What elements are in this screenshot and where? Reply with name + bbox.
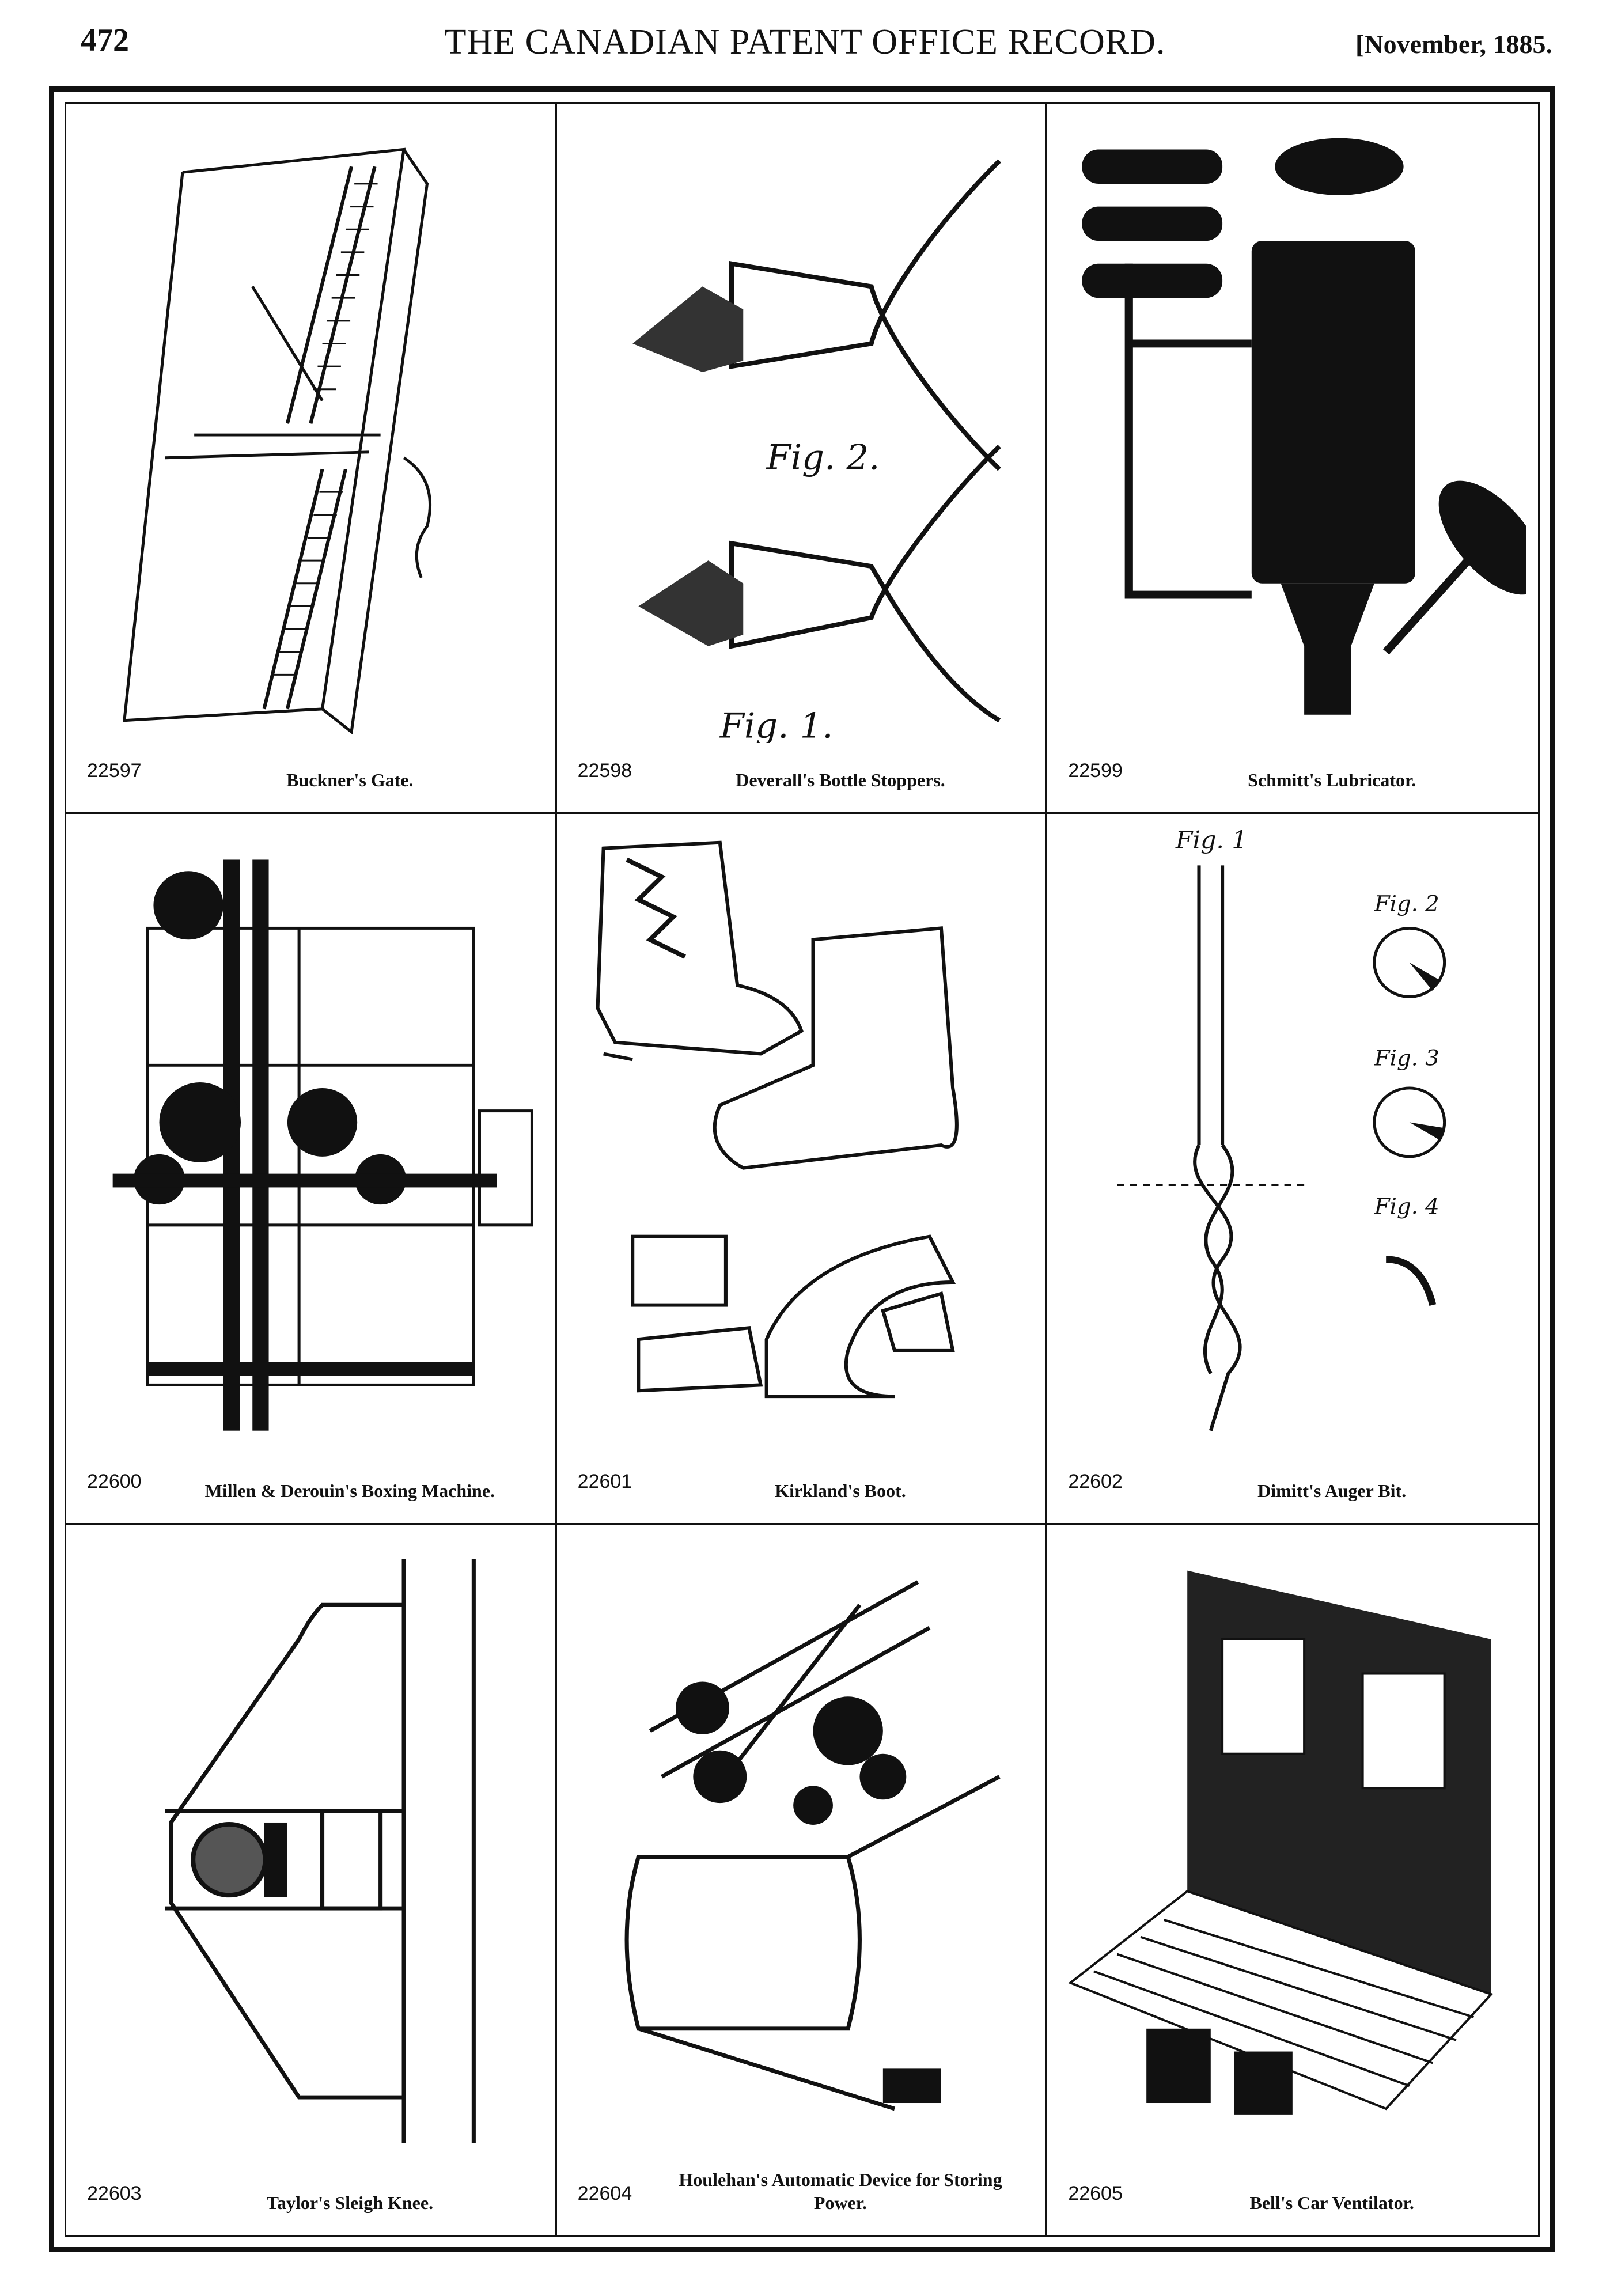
- patent-title: Buckner's Gate.: [286, 770, 414, 791]
- fig-2-label: Fig. 2.: [766, 438, 880, 478]
- sleigh-knee-drawing: [78, 1536, 544, 2166]
- patent-number: 22599: [1068, 760, 1123, 782]
- patent-title: Millen & Derouin's Boxing Machine.: [204, 1480, 495, 1501]
- patent-cell-22601: 22601 Kirkland's Boot.: [556, 814, 1048, 1525]
- fig-1-label: Fig. 1.: [719, 706, 833, 743]
- caption: 22605 Bell's Car Ventilator.: [1068, 2170, 1521, 2222]
- patent-title: Deverall's Bottle Stoppers.: [736, 770, 945, 791]
- fig-2-label: Fig. 2: [1374, 891, 1439, 916]
- gate-drawing: [78, 115, 544, 743]
- patent-number: 22602: [1068, 1470, 1123, 1492]
- issue-date: [November, 1885.: [1355, 29, 1552, 59]
- patent-title: Kirkland's Boot.: [775, 1480, 906, 1501]
- patent-grid: 22597 Buckner's Gate. Fig. 2. Fig. 1.: [65, 102, 1540, 2237]
- caption: 22602 Dimitt's Auger Bit.: [1068, 1458, 1521, 1510]
- caption: 22600 Millen & Derouin's Boxing Machine.: [87, 1458, 538, 1510]
- caption: 22601 Kirkland's Boot.: [578, 1458, 1029, 1510]
- patent-title: Dimitt's Auger Bit.: [1257, 1480, 1407, 1501]
- fig-3-label: Fig. 3: [1374, 1045, 1439, 1070]
- patent-cell-22604: 22604 Houlehan's Automatic Device for St…: [557, 1524, 1048, 2235]
- bottle-stopper-drawing: Fig. 2. Fig. 1.: [569, 115, 1035, 743]
- patent-number: 22600: [87, 1470, 142, 1492]
- patent-cell-22600: 22600 Millen & Derouin's Boxing Machine.: [66, 814, 557, 1525]
- patent-number: 22601: [577, 1470, 632, 1492]
- patent-title: Houlehan's Automatic Device for Storing …: [679, 2169, 1002, 2213]
- patent-cell-22602: Fig. 1 Fig. 2 Fig. 3 Fig. 4: [1047, 814, 1538, 1525]
- patent-number: 22597: [87, 760, 142, 782]
- patent-number: 22603: [87, 2183, 142, 2204]
- page-header: 472 THE CANADIAN PATENT OFFICE RECORD. […: [0, 0, 1610, 86]
- patent-cell-22597: 22597 Buckner's Gate.: [66, 104, 557, 814]
- patent-cell-22599: 22599 Schmitt's Lubricator.: [1047, 104, 1538, 814]
- journal-title: THE CANADIAN PATENT OFFICE RECORD.: [444, 22, 1166, 62]
- patent-number: 22598: [577, 760, 632, 782]
- boot-drawing: [569, 825, 1035, 1453]
- boxing-machine-drawing: [78, 825, 544, 1453]
- car-ventilator-drawing: [1059, 1536, 1526, 2166]
- patent-number: 22604: [577, 2183, 632, 2204]
- caption: 22598 Deverall's Bottle Stoppers.: [578, 748, 1029, 800]
- patent-title: Bell's Car Ventilator.: [1249, 2192, 1414, 2213]
- auger-bit-drawing: Fig. 1 Fig. 2 Fig. 3 Fig. 4: [1059, 825, 1526, 1453]
- fig-4-label: Fig. 4: [1374, 1194, 1439, 1219]
- patent-title: Schmitt's Lubricator.: [1248, 770, 1416, 791]
- fig-1-label: Fig. 1: [1175, 826, 1248, 854]
- lubricator-drawing: [1059, 115, 1526, 743]
- caption: 22599 Schmitt's Lubricator.: [1068, 748, 1521, 800]
- patent-title: Taylor's Sleigh Knee.: [266, 2192, 434, 2213]
- caption: 22604 Houlehan's Automatic Device for St…: [577, 2169, 1029, 2222]
- storing-power-drawing: [569, 1536, 1035, 2166]
- patent-number: 22605: [1068, 2183, 1123, 2204]
- patent-cell-22605: 22605 Bell's Car Ventilator.: [1047, 1525, 1538, 2235]
- patent-cell-22603: 22603 Taylor's Sleigh Knee.: [66, 1524, 557, 2235]
- patent-cell-22598: Fig. 2. Fig. 1. 22598 Deverall's Bottle …: [556, 104, 1048, 814]
- caption: 22597 Buckner's Gate.: [87, 748, 538, 800]
- caption: 22603 Taylor's Sleigh Knee.: [87, 2170, 538, 2222]
- page-number: 472: [81, 22, 129, 58]
- plate-frame: 22597 Buckner's Gate. Fig. 2. Fig. 1.: [49, 86, 1555, 2252]
